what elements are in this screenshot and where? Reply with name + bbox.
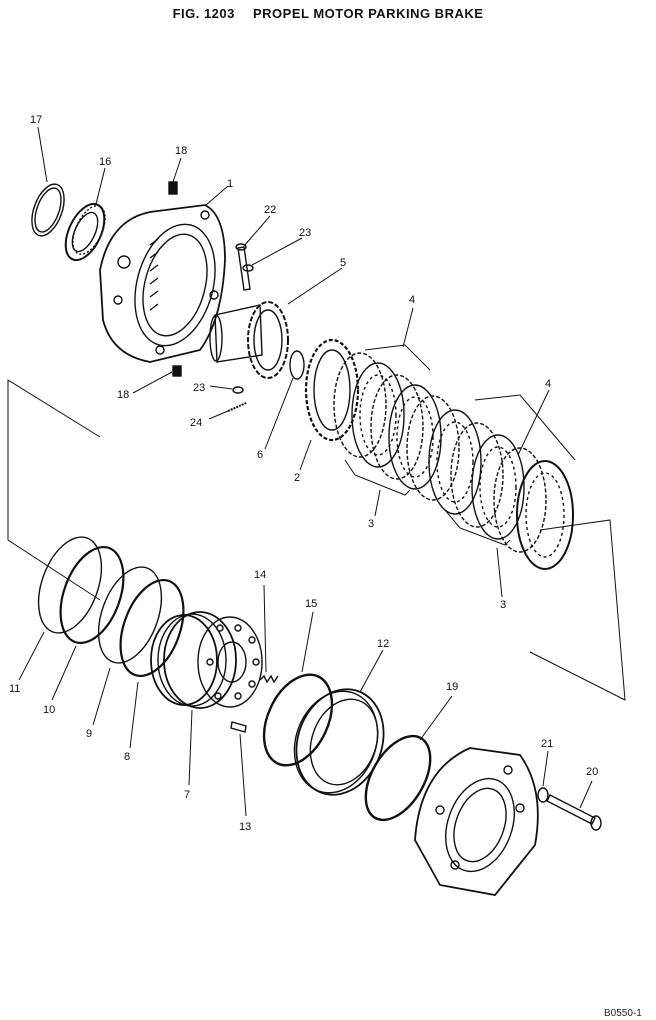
- callout-17: 17: [30, 114, 42, 126]
- ring-9: [97, 566, 163, 664]
- callout-21: 21: [541, 738, 553, 750]
- callout-24: 24: [190, 417, 202, 429]
- snap-ring-17: [31, 183, 65, 237]
- plug-18-top: [168, 181, 178, 195]
- ring-8: [119, 578, 185, 678]
- washer-23-top: [242, 264, 254, 272]
- pin-22: [235, 243, 251, 291]
- piston-7: [150, 611, 263, 709]
- hub-gear-2: [304, 338, 360, 442]
- callout-8: 8: [124, 751, 130, 763]
- ring-11: [37, 536, 103, 634]
- group-brackets: [344, 344, 576, 546]
- callout-14: 14: [254, 569, 266, 581]
- callout-18-bottom: 18: [117, 389, 129, 401]
- brake-disc-stack: [333, 352, 574, 570]
- callout-15: 15: [305, 598, 317, 610]
- bolt-20: [546, 794, 602, 831]
- shaft-gear-5: [209, 301, 289, 379]
- callout-3-right: 3: [500, 599, 506, 611]
- callout-1: 1: [227, 178, 233, 190]
- callout-23-top: 23: [299, 227, 311, 239]
- callout-5: 5: [340, 257, 346, 269]
- brake-housing-1: [99, 204, 226, 363]
- cover-20: [414, 747, 539, 896]
- callout-16: 16: [99, 156, 111, 168]
- drawing-code: B0550-1: [604, 1008, 642, 1019]
- callout-22: 22: [264, 204, 276, 216]
- callout-18-top: 18: [175, 145, 187, 157]
- figure-title-bar: FIG. 1203 PROPEL MOTOR PARKING BRAKE: [0, 6, 656, 21]
- callout-11: 11: [9, 683, 20, 695]
- washer-21: [537, 787, 549, 803]
- callout-10: 10: [43, 704, 55, 716]
- figure-number: FIG. 1203: [172, 6, 235, 21]
- callout-4-left: 4: [409, 294, 415, 306]
- plug-18-bottom: [172, 365, 182, 377]
- o-ring-6: [289, 350, 305, 380]
- spring-pin-24: [227, 402, 247, 412]
- seal-12: [293, 688, 385, 796]
- spring-14: [259, 674, 279, 684]
- bearing-16: [64, 202, 106, 262]
- callout-20: 20: [586, 766, 598, 778]
- assembly-guide-lines: [7, 379, 626, 701]
- washer-23-bottom: [232, 386, 244, 394]
- callout-labels: 17 16 18 1 22 23 5 18 23 24 6 2 4 4 3 3 …: [9, 114, 598, 833]
- callout-13: 13: [239, 821, 251, 833]
- callout-2: 2: [294, 472, 300, 484]
- seal-ring-15: [262, 673, 334, 767]
- callout-23-bottom: 23: [193, 382, 205, 394]
- leader-lines: [18, 126, 593, 817]
- callout-6: 6: [257, 449, 263, 461]
- dowel-13: [230, 721, 247, 733]
- ring-10: [59, 545, 125, 645]
- callout-4-right: 4: [545, 378, 551, 390]
- callout-9: 9: [86, 728, 92, 740]
- callout-12: 12: [377, 638, 389, 650]
- figure-title: PROPEL MOTOR PARKING BRAKE: [253, 6, 484, 21]
- callout-7: 7: [184, 789, 190, 801]
- callout-3-left: 3: [368, 518, 374, 530]
- callout-19: 19: [446, 681, 458, 693]
